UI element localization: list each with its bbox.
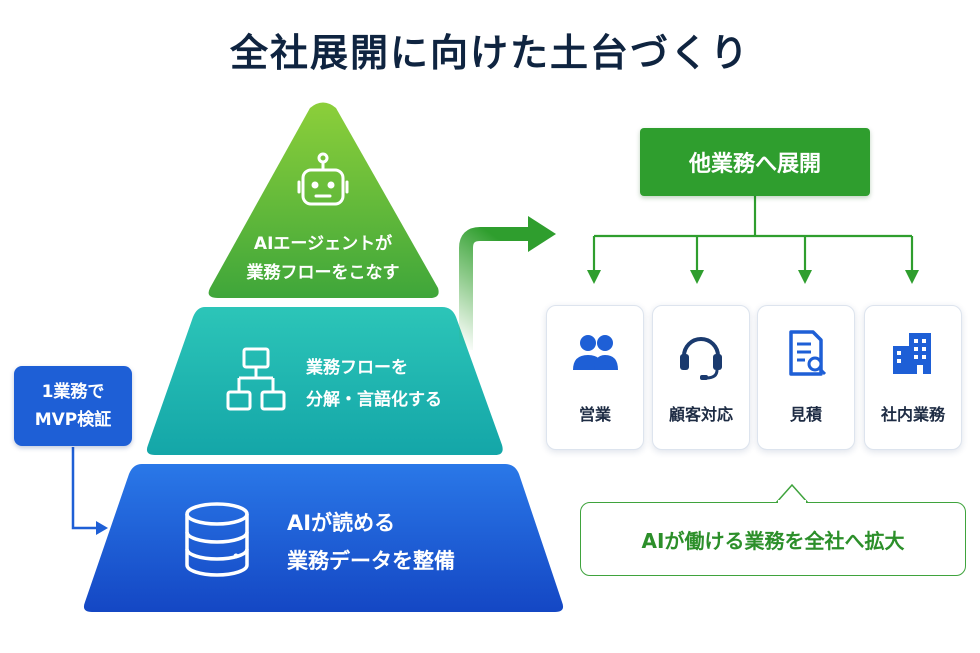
tier3-line2: 業務データを整備: [287, 549, 455, 573]
department-card-internal: 社内業務: [864, 305, 962, 450]
document-icon: [789, 330, 827, 376]
department-label: 顧客対応: [668, 405, 733, 424]
tier3-line1: AIが読める: [287, 511, 396, 535]
database-icon: [185, 502, 249, 577]
mvp-line2: MVP検証: [34, 410, 112, 430]
branch-arrow-heads: [587, 270, 919, 284]
tier1-label: AIエージェントが 業務フローをこなす: [220, 230, 426, 288]
building-icon: [893, 333, 931, 374]
expand-gradient-arrow: [459, 227, 530, 350]
department-label: 見積: [789, 405, 822, 424]
flowchart-icon: [226, 347, 286, 411]
pyramid-tier-top: [208, 102, 439, 298]
department-label: 営業: [578, 405, 611, 424]
expand-box: 他業務へ展開: [640, 128, 870, 196]
mvp-box: 1業務で MVP検証: [14, 366, 132, 446]
pyramid-tier-middle: [146, 307, 503, 455]
tier1-line1: AIエージェントが: [253, 234, 393, 254]
callout-box: AIが働ける業務を全社へ拡大: [580, 502, 966, 576]
branch-arrows: [592, 196, 914, 272]
tier2-line2: 分解・言語化する: [306, 390, 442, 410]
page-title: 全社展開に向けた土台づくり: [229, 31, 750, 75]
tier2-line1: 業務フローを: [306, 358, 408, 378]
expand-arrow-head: [528, 216, 556, 252]
mvp-arrow: [71, 447, 98, 530]
mvp-line1: 1業務で: [41, 382, 105, 402]
people-icon: [573, 335, 618, 370]
department-label: 社内業務: [880, 405, 945, 424]
callout-pointer-mask: [778, 500, 806, 505]
tier1-line2: 業務フローをこなす: [246, 263, 400, 283]
robot-icon: [297, 152, 349, 206]
tier2-label: 業務フローを 分解・言語化する: [306, 352, 506, 416]
mvp-arrow-head: [96, 521, 108, 535]
callout-pointer: [775, 483, 809, 504]
headset-icon: [680, 337, 722, 380]
tier3-label: AIが読める 業務データを整備: [287, 504, 517, 580]
department-card-sales: 営業: [546, 305, 644, 450]
department-card-support: 顧客対応: [652, 305, 750, 450]
department-card-estimate: 見積: [757, 305, 855, 450]
